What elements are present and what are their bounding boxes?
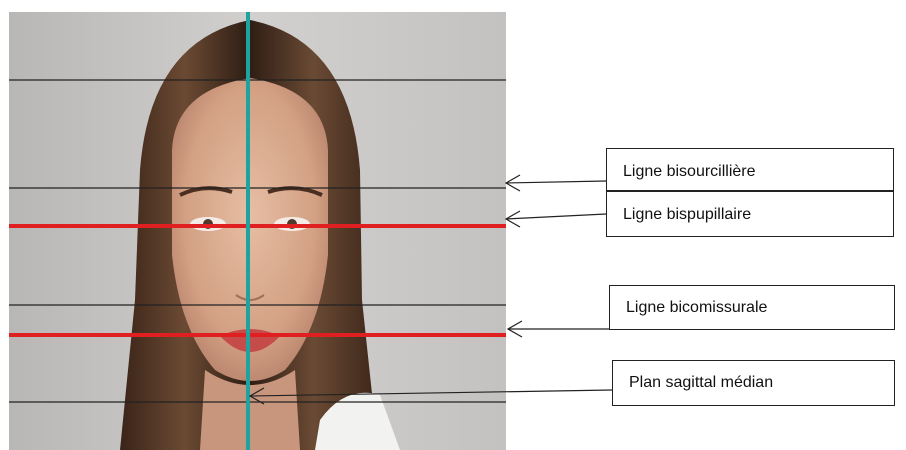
label-text: Ligne bisourcillière bbox=[623, 163, 756, 180]
label-text: Ligne bicomissurale bbox=[626, 298, 768, 316]
label-text: Plan sagittal médian bbox=[629, 374, 774, 391]
arrow-bicomissurale bbox=[506, 320, 609, 338]
label-ligne-bicomissurale: Ligne bicomissurale bbox=[609, 285, 895, 330]
arrow-sagittal bbox=[248, 387, 613, 405]
portrait-photo bbox=[9, 12, 506, 450]
collar bbox=[315, 392, 400, 450]
arrow-bispupillaire bbox=[504, 210, 607, 228]
arrow-bisourcilliere bbox=[504, 174, 607, 192]
label-text: Ligne bispupillaire bbox=[623, 206, 752, 223]
label-ligne-bispupillaire: Ligne bispupillaire bbox=[606, 191, 894, 237]
label-plan-sagittal-median: Plan sagittal médian bbox=[612, 360, 895, 406]
label-ligne-bisourcilliere: Ligne bisourcillière bbox=[606, 148, 894, 191]
